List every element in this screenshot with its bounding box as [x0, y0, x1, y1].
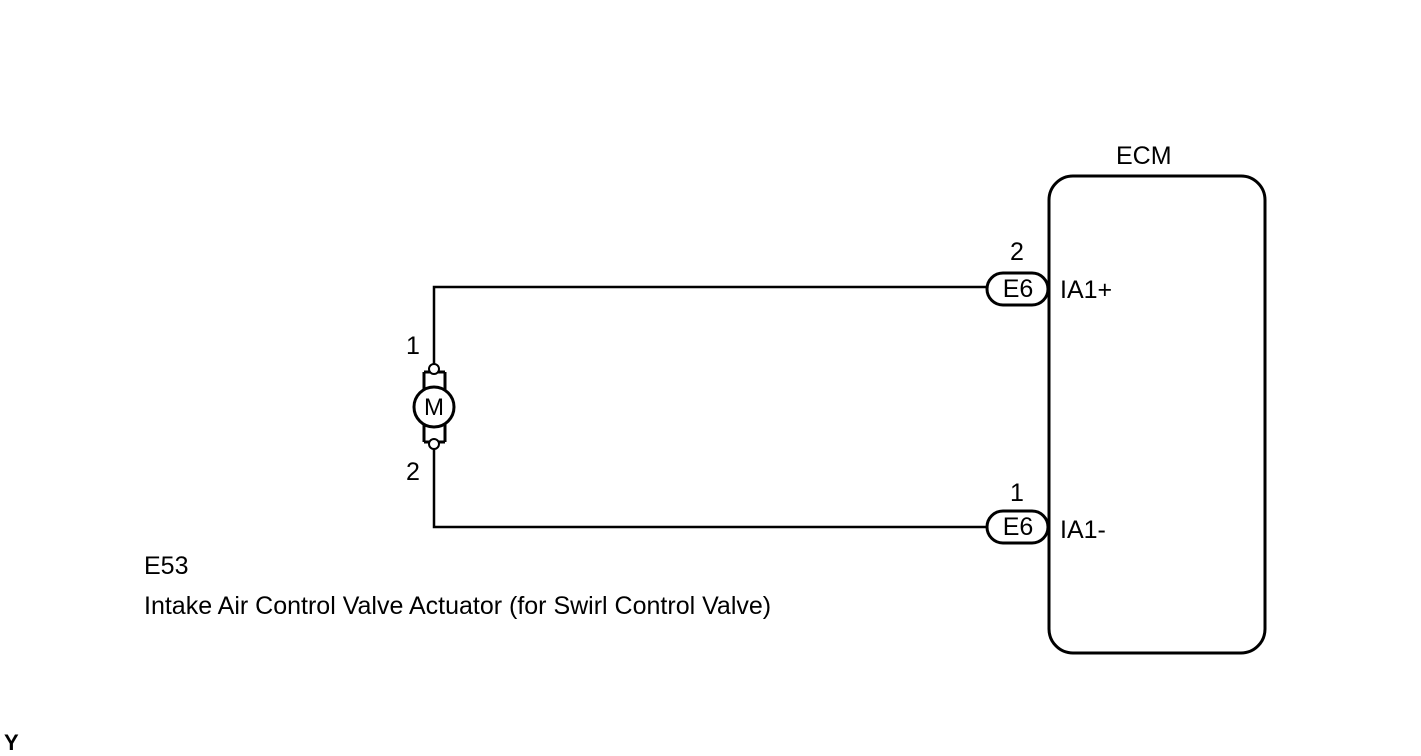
- corner-mark: Y: [4, 730, 19, 755]
- actuator-pin-top: 1: [406, 332, 420, 360]
- actuator-pin-bottom: 2: [406, 458, 420, 486]
- connector-lower-code: E6: [1002, 513, 1034, 541]
- actuator-code: E53: [144, 552, 189, 580]
- ecm-label: ECM: [1116, 142, 1172, 170]
- connector-e6-upper: [985, 271, 1050, 307]
- connector-upper-pin: 2: [1010, 238, 1024, 266]
- wire-lower: [432, 447, 988, 529]
- wire-upper: [432, 285, 988, 367]
- motor-symbol: [412, 363, 456, 450]
- terminal-ia1-minus: IA1-: [1060, 516, 1106, 544]
- motor-pin-bottom: [428, 438, 440, 450]
- connector-e6-lower: [985, 509, 1050, 545]
- actuator-description: Intake Air Control Valve Actuator (for S…: [144, 592, 772, 620]
- motor-pin-top: [428, 363, 440, 375]
- connector-lower-pin: 1: [1010, 479, 1024, 507]
- ecm-box: [1047, 174, 1267, 655]
- terminal-ia1-plus: IA1+: [1060, 276, 1113, 304]
- connector-upper-code: E6: [1002, 275, 1034, 303]
- motor-letter: M: [424, 394, 444, 421]
